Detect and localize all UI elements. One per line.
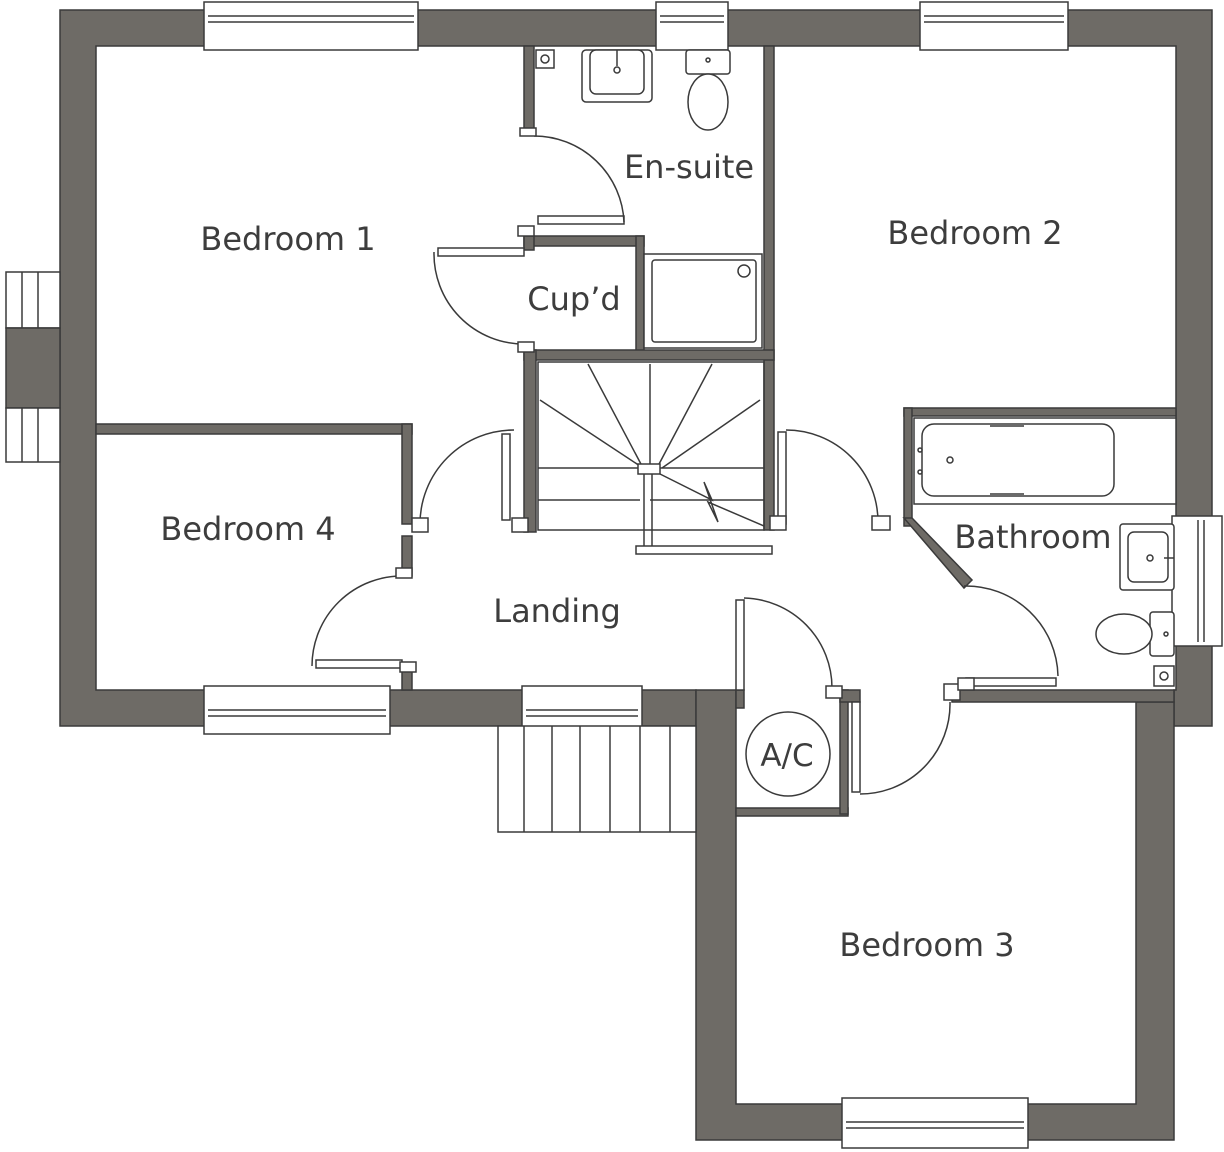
label-bedroom3: Bedroom 3 (839, 926, 1014, 964)
wall-ac-right (839, 689, 849, 815)
wall-bath-diagonal (902, 517, 974, 590)
extractor-small (535, 49, 555, 69)
label-ensuite: En-suite (624, 148, 754, 186)
window-bedroom4 (203, 685, 391, 735)
porch-roof (497, 725, 697, 833)
label-bedroom2: Bedroom 2 (887, 214, 1062, 252)
ensuite-toilet (685, 49, 731, 131)
bathroom-fittings (913, 417, 1177, 687)
wall-ac-jamb (735, 689, 745, 709)
ensuite-shower (643, 253, 763, 349)
door-airing-cupboard[interactable] (735, 597, 843, 699)
wall-bed4-right-upper (401, 423, 413, 525)
bath-tub (913, 417, 1177, 505)
wall-bed4-top (95, 423, 413, 435)
wall-cupboard-jamb (523, 235, 535, 251)
label-bedroom1: Bedroom 1 (200, 220, 375, 258)
main-external-wall (59, 9, 1213, 727)
wall-bed3-top-left (839, 689, 861, 703)
door-bedroom3[interactable] (851, 683, 961, 795)
room-labels: Bedroom 1 En-suite Cup’d Bedroom 2 Bedro… (160, 148, 1111, 964)
internal-walls (95, 45, 1177, 817)
window-bedroom1 (203, 1, 419, 51)
wall-bath-top (903, 407, 1177, 417)
label-landing: Landing (493, 592, 621, 630)
bathroom-basin (1119, 523, 1175, 591)
window-bedroom3 (841, 1097, 1029, 1149)
door-bathroom[interactable] (957, 585, 1059, 691)
wall-stair-left (523, 349, 537, 533)
wall-ac-bottom (735, 807, 849, 817)
ensuite-fittings (535, 49, 763, 349)
door-ensuite[interactable] (519, 127, 625, 225)
ensuite-basin (581, 49, 653, 103)
chimney-breast (5, 271, 61, 463)
wall-bed3-top-right (951, 689, 1175, 703)
wall-bath-left (903, 407, 913, 527)
wall-bed1-ensuite-upper (523, 45, 535, 131)
door-cupboard[interactable] (433, 225, 535, 353)
label-bedroom4: Bedroom 4 (160, 510, 335, 548)
wall-stair-top (523, 349, 775, 361)
wall-ensuite-bed2 (763, 45, 775, 531)
wall-cupboard-top (523, 235, 645, 247)
window-ensuite (655, 1, 729, 51)
airing-cupboard-cylinder (745, 711, 831, 797)
windows (203, 1, 1223, 1149)
wall-cupboard-right (635, 235, 645, 355)
label-bathroom: Bathroom (954, 518, 1111, 556)
doors (311, 127, 1059, 795)
label-cupboard: Cup’d (527, 280, 620, 318)
door-bedroom4[interactable] (311, 567, 417, 673)
window-bedroom2 (919, 1, 1069, 51)
label-airing-cupboard: A/C (760, 738, 813, 774)
bathroom-toilet (1095, 611, 1175, 657)
extractor-bathroom (1153, 665, 1175, 687)
staircase (537, 361, 773, 555)
window-bathroom (1171, 515, 1223, 647)
door-bedroom1[interactable] (411, 429, 529, 533)
door-bedroom2[interactable] (769, 429, 891, 531)
